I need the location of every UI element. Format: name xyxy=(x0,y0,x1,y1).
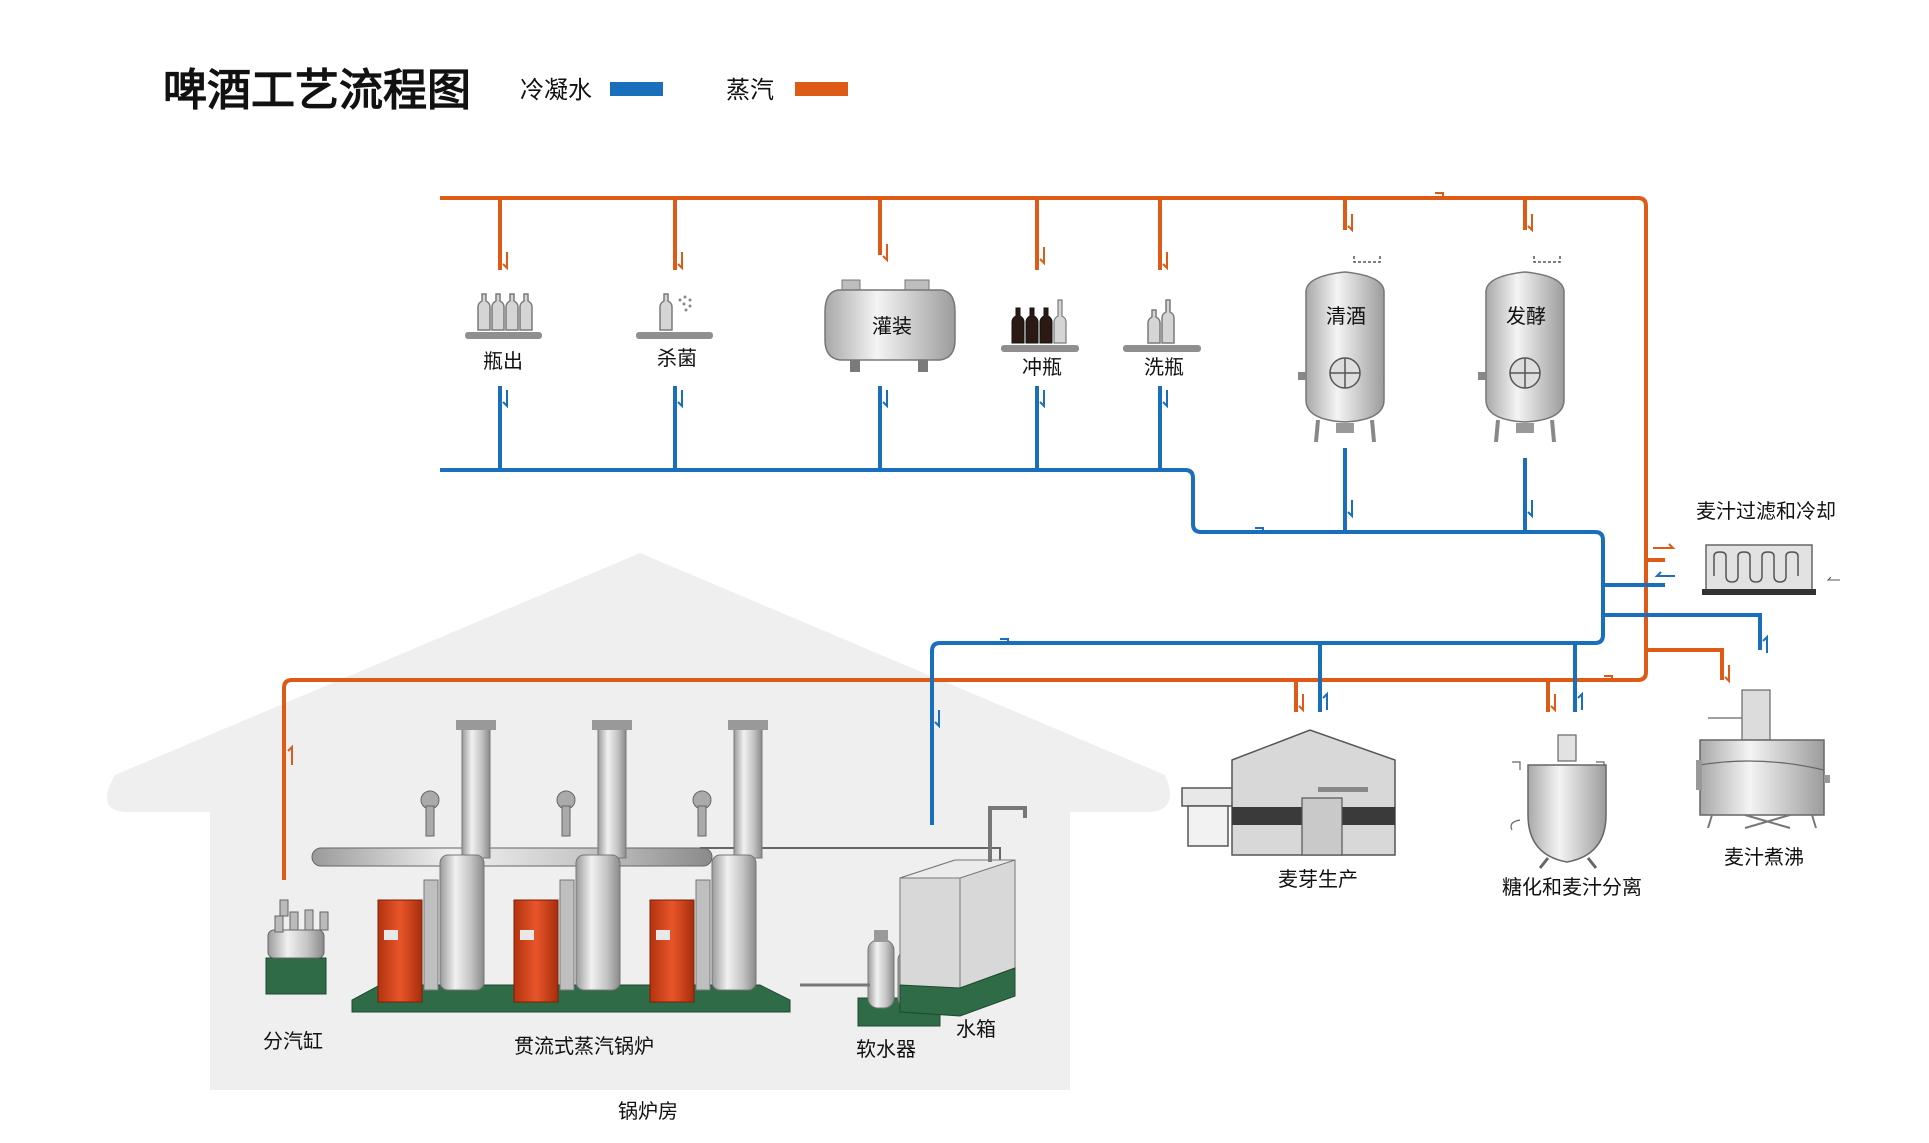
legend-steam-swatch xyxy=(795,82,848,96)
water-tank-label: 水箱 xyxy=(956,1017,996,1041)
clear-beer-tank xyxy=(1298,256,1385,443)
water-tank-equipment xyxy=(899,806,1027,1017)
filling-label: 灌装 xyxy=(872,314,912,338)
rinse-bottle-station xyxy=(1001,299,1079,352)
boilers-label: 贯流式蒸汽锅炉 xyxy=(514,1034,654,1058)
sterilize-station xyxy=(636,293,713,339)
boiler-unit xyxy=(513,720,632,1003)
legend-condensate-swatch xyxy=(610,82,663,96)
page-title: 啤酒工艺流程图 xyxy=(163,65,471,116)
boiler-unit xyxy=(377,720,496,1003)
steam-pipes xyxy=(282,196,1724,880)
malt-production-label: 麦芽生产 xyxy=(1278,867,1358,891)
malt-production xyxy=(1181,729,1396,856)
legend-condensate-label: 冷凝水 xyxy=(520,76,592,104)
wash-bottle-station xyxy=(1123,299,1201,352)
boiler-room-label: 锅炉房 xyxy=(618,1099,678,1123)
steam-header-equipment xyxy=(265,899,329,995)
condensate-arrows xyxy=(502,390,1768,729)
bottle-out-station xyxy=(465,293,542,339)
rinse-bottle-label: 冲瓶 xyxy=(1022,355,1062,379)
filling-station xyxy=(824,279,956,372)
water-softener-label: 软水器 xyxy=(856,1037,916,1061)
fermentation-label: 发酵 xyxy=(1506,304,1546,328)
wort-boiling-kettle xyxy=(1696,689,1830,829)
legend-steam-label: 蒸汽 xyxy=(726,76,774,104)
saccharification-kettle xyxy=(1510,734,1607,869)
bottle-out-label: 瓶出 xyxy=(483,349,523,373)
wort-boiling-label: 麦汁煮沸 xyxy=(1724,845,1804,869)
fermentation-tank xyxy=(1478,256,1565,443)
steam-arrows xyxy=(287,192,1730,765)
clear-beer-label: 清酒 xyxy=(1326,304,1366,328)
steam-header-label: 分汽缸 xyxy=(263,1029,323,1053)
wort-filter-cooler xyxy=(1702,544,1840,595)
wash-bottle-label: 洗瓶 xyxy=(1144,355,1184,379)
condensate-pipes xyxy=(440,386,1762,825)
saccharification-label: 糖化和麦汁分离 xyxy=(1502,875,1642,899)
sterilize-label: 杀菌 xyxy=(657,346,697,370)
boiler-unit xyxy=(649,720,768,1003)
wort-filter-cool-label: 麦汁过滤和冷却 xyxy=(1696,499,1836,523)
